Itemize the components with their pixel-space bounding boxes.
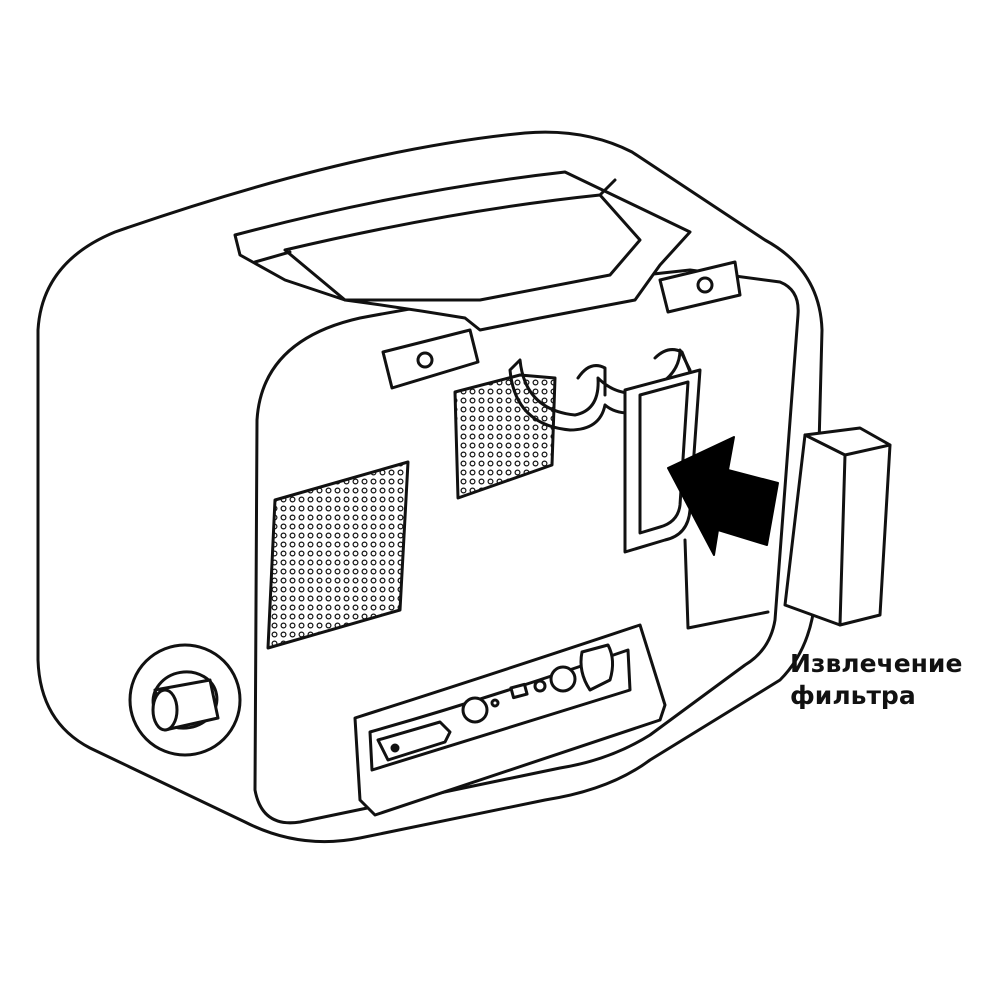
upper-grille-icon <box>453 373 557 500</box>
filter-removal-caption: Извлечение фильтра <box>790 648 995 712</box>
right-screw-icon <box>696 276 714 294</box>
power-port-icon <box>579 643 615 692</box>
handle-grip <box>283 193 642 302</box>
caption-line-1: Извлечение <box>790 649 963 678</box>
round-port-icon <box>461 696 489 724</box>
usb-port-icon <box>509 682 529 700</box>
caption-line-2: фильтра <box>790 681 916 710</box>
left-grille-icon <box>266 460 410 650</box>
round-port-icon-2 <box>549 665 577 693</box>
filter-cartridge <box>783 426 892 627</box>
arrow-icon <box>667 436 779 556</box>
left-screw-icon <box>416 351 434 369</box>
